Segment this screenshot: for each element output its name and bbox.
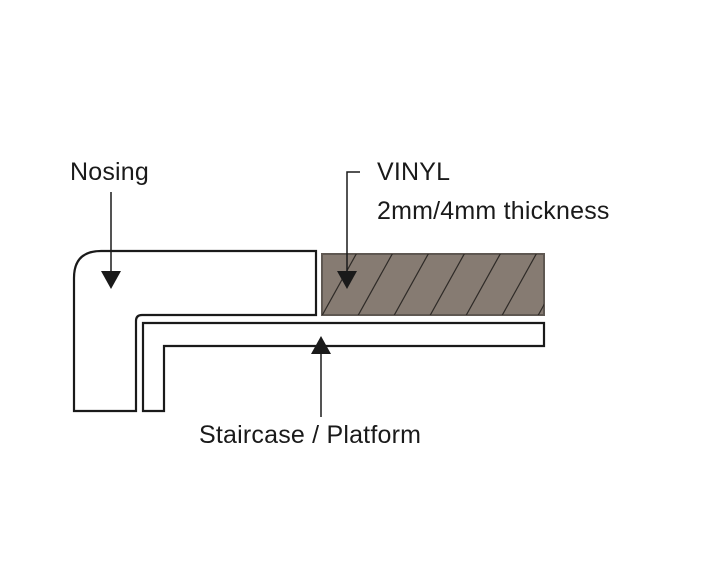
vinyl-fill [321, 253, 545, 316]
staircase-arrowhead [311, 336, 331, 354]
vinyl-arrowhead [337, 271, 357, 289]
vinyl-label: VINYL [377, 158, 451, 186]
nosing-profile [72, 249, 318, 413]
staircase-platform-label: Staircase / Platform [199, 421, 422, 449]
staircase-platform-profile [141, 321, 546, 413]
vinyl-layer [321, 253, 545, 316]
vinyl-leader [337, 171, 360, 289]
nosing-arrowhead [101, 271, 121, 289]
vinyl-hatching [322, 254, 544, 315]
staircase-leader [311, 336, 331, 417]
vinyl-thickness-label: 2mm/4mm thickness [377, 197, 610, 225]
nosing-leader [101, 192, 121, 289]
nosing-label: Nosing [70, 158, 150, 186]
